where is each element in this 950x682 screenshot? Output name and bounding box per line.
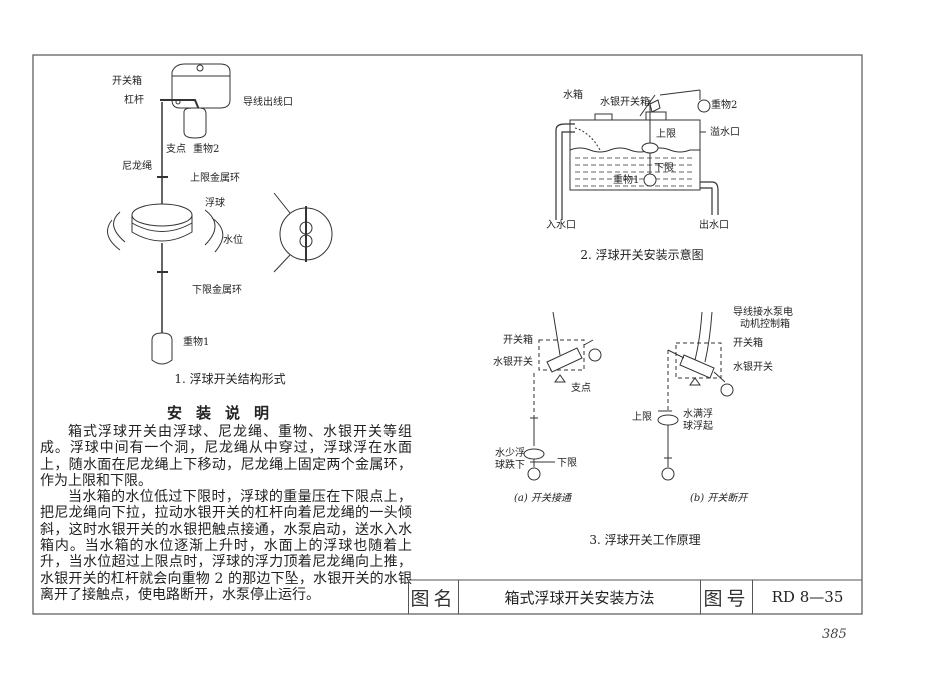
text-line: 水银开关的杠杆就会向重物 2 的那边下坠，水银开关的水银 xyxy=(40,570,412,587)
label-pivot: 支点 xyxy=(166,144,186,155)
title-block-number-label: 图号 xyxy=(700,580,752,614)
figure1-caption: 1. 浮球开关结构形式 xyxy=(174,372,286,386)
label-a-pivot: 支点 xyxy=(571,383,591,394)
label-lower-limit: 下限 xyxy=(654,163,674,174)
label-a-low-water-1: 水少浮 xyxy=(495,448,525,459)
label-wire-outlet: 导线出线口 xyxy=(243,97,293,108)
text-line: 箱式浮球开关由浮球、尼龙绳、重物、水银开关等组 xyxy=(68,424,412,440)
label-nylon-rope: 尼龙绳 xyxy=(122,161,152,172)
text-line: 作为上限和下限。 xyxy=(40,472,152,489)
figure3b-subcaption: (b) 开关断开 xyxy=(690,493,748,504)
label-b-mercury-switch: 水银开关 xyxy=(733,362,773,373)
instructions-body: 箱式浮球开关由浮球、尼龙绳、重物、水银开关等组 成。浮球中间有一个洞，尼龙绳从中… xyxy=(40,424,412,603)
figure3a-subcaption: (a) 开关接通 xyxy=(514,493,571,504)
label-lever: 杠杆 xyxy=(124,95,144,106)
title-block-name-label: 图名 xyxy=(408,580,458,614)
page-number: 385 xyxy=(822,627,847,642)
label-water-tank: 水箱 xyxy=(563,90,583,101)
label-outlet: 出水口 xyxy=(699,220,729,231)
label-mercury-switch-box: 水银开关箱 xyxy=(600,97,650,108)
title-block-number-value: RD 8—35 xyxy=(752,580,862,614)
label-a-switch-box: 开关箱 xyxy=(503,335,533,346)
figure3a-switch-on xyxy=(523,311,602,481)
text-line: 离开了接触点，使电路断开，水泵停止运行。 xyxy=(40,586,320,603)
figure2-caption: 2. 浮球开关安装示意图 xyxy=(580,248,704,262)
text-line: 箱内。当水箱的水位逐渐上升时，水面上的浮球也随着上 xyxy=(40,538,412,555)
figure1-float-switch-structure xyxy=(107,63,333,365)
label-water-level: 水位 xyxy=(223,235,243,246)
label-b-wire-1: 导线接水泵电 xyxy=(733,307,793,318)
title-block-name-value: 箱式浮球开关安装方法 xyxy=(458,580,700,614)
figure3b-switch-off xyxy=(657,311,734,481)
label-weight1: 重物1 xyxy=(183,337,210,348)
label-upper-limit: 上限 xyxy=(656,129,676,140)
label-inlet: 入水口 xyxy=(546,220,576,231)
label-weight1: 重物1 xyxy=(613,175,640,186)
label-weight2: 重物2 xyxy=(193,144,220,155)
figure2-installation-diagram xyxy=(555,89,719,220)
text-line: 升，当水位超过上限点时，浮球的浮力顶着尼龙绳向上推， xyxy=(40,554,412,571)
text-line: 成。浮球中间有一个洞，尼龙绳从中穿过，浮球浮在水面 xyxy=(40,440,412,457)
instructions-heading: 安装说明 xyxy=(166,404,284,422)
label-weight2: 重物2 xyxy=(711,100,738,111)
sheet-frame xyxy=(32,54,863,615)
label-float-ball: 浮球 xyxy=(205,198,225,209)
label-b-upper-limit: 上限 xyxy=(632,412,652,423)
label-a-mercury-switch: 水银开关 xyxy=(493,357,533,368)
label-lower-ring: 下限金属环 xyxy=(192,285,242,296)
text-line: 斜，这时水银开关的水银把触点接通，水泵启动，送水入水 xyxy=(40,521,412,538)
label-overflow: 溢水口 xyxy=(710,127,740,138)
text-line: 上，随水面在尼龙绳上下移动，尼龙绳上固定两个金属环， xyxy=(40,456,412,473)
label-upper-ring: 上限金属环 xyxy=(190,173,240,184)
text-line: 把尼龙绳向下拉，拉动水银开关的杠杆向着尼龙绳的一头倾 xyxy=(40,505,412,522)
text-line: 当水箱的水位低过下限时，浮球的重量压在下限点上， xyxy=(68,489,412,506)
label-b-wire-2: 动机控制箱 xyxy=(740,319,790,330)
label-b-full-water-2: 球浮起 xyxy=(683,421,713,432)
label-b-switch-box: 开关箱 xyxy=(733,338,763,349)
label-a-lower-limit: 下限 xyxy=(557,458,577,469)
label-switch-box: 开关箱 xyxy=(112,76,142,87)
figure3-caption: 3. 浮球开关工作原理 xyxy=(589,533,701,547)
label-b-full-water-1: 水满浮 xyxy=(683,409,713,420)
label-a-low-water-2: 球跌下 xyxy=(495,460,525,471)
